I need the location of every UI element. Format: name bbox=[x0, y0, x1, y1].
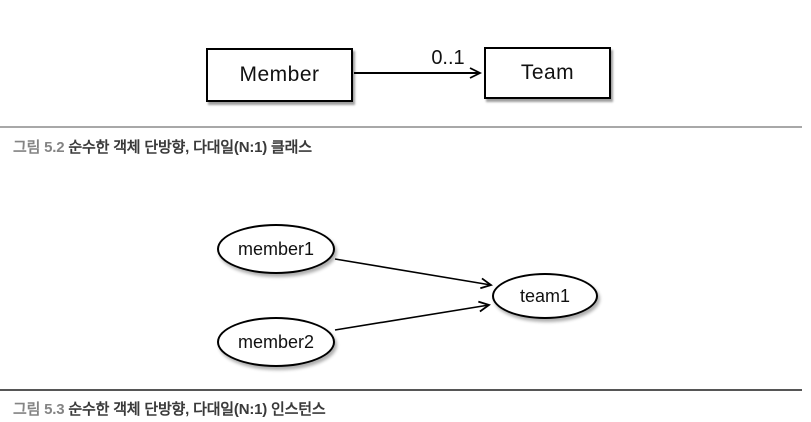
edge-member2-to-team1 bbox=[334, 305, 489, 331]
figure-divider-bottom bbox=[0, 389, 802, 391]
figure-number: 그림 5.2 bbox=[13, 139, 65, 156]
node-team-label: Team bbox=[520, 61, 575, 84]
node-team-class: Team bbox=[484, 47, 611, 99]
node-member-class: Member bbox=[206, 48, 353, 102]
node-member1-instance: member1 bbox=[217, 224, 335, 274]
figure-title: 순수한 객체 단방향, 다대일(N:1) 인스턴스 bbox=[68, 401, 326, 418]
figure-divider-top bbox=[0, 126, 802, 128]
node-member2-instance: member2 bbox=[217, 317, 335, 367]
node-team1-label: team1 bbox=[519, 285, 571, 306]
edge-member1-to-team1 bbox=[334, 258, 491, 285]
node-member1-label: member1 bbox=[237, 238, 315, 259]
node-member2-label: member2 bbox=[237, 331, 315, 352]
node-team1-instance: team1 bbox=[492, 273, 598, 319]
figure-title: 순수한 객체 단방향, 다대일(N:1) 클래스 bbox=[68, 139, 312, 156]
node-member-label: Member bbox=[239, 63, 320, 86]
figure-number: 그림 5.3 bbox=[13, 401, 65, 418]
multiplicity-label: 0..1 bbox=[431, 47, 465, 69]
